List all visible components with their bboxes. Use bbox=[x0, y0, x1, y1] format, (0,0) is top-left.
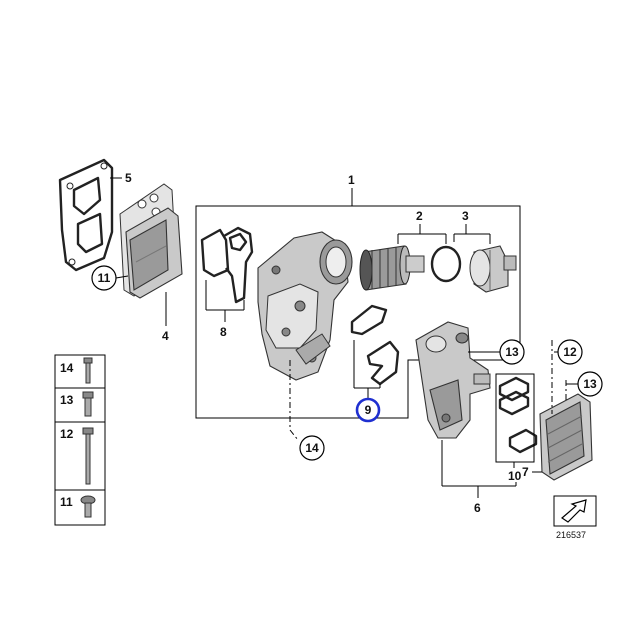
legend-label-11: 11 bbox=[60, 495, 73, 509]
label-5: 5 bbox=[125, 171, 132, 185]
oil-cooler-4[interactable] bbox=[119, 183, 183, 299]
label-14: 14 bbox=[305, 441, 319, 455]
label-7: 7 bbox=[522, 465, 529, 479]
cooler-7[interactable] bbox=[539, 393, 593, 481]
oil-filter-housing[interactable] bbox=[257, 231, 353, 381]
label-1: 1 bbox=[348, 173, 355, 187]
callout-9-highlighted[interactable] bbox=[355, 397, 381, 423]
label-13-lower: 13 bbox=[583, 377, 597, 391]
gaskets-10[interactable] bbox=[498, 376, 538, 454]
bolt-11-icon bbox=[80, 495, 96, 518]
diagram-code: 216537 bbox=[556, 530, 586, 540]
label-11: 11 bbox=[98, 271, 111, 285]
callout-13-lower[interactable] bbox=[577, 371, 603, 397]
filter-cap-3[interactable] bbox=[469, 245, 517, 293]
label-13-upper: 13 bbox=[505, 345, 519, 359]
callout-14[interactable] bbox=[299, 435, 325, 461]
label-9: 9 bbox=[365, 403, 372, 417]
bolt-14-icon bbox=[83, 357, 93, 384]
gasket-8[interactable] bbox=[200, 226, 254, 304]
callout-11[interactable] bbox=[91, 265, 117, 291]
label-10: 10 bbox=[508, 469, 522, 483]
label-4: 4 bbox=[162, 329, 169, 343]
bolt-12-icon bbox=[82, 427, 94, 485]
label-3: 3 bbox=[462, 209, 469, 223]
label-2: 2 bbox=[416, 209, 423, 223]
assembly-box-1 bbox=[195, 205, 521, 419]
gasket-5[interactable] bbox=[58, 158, 114, 272]
bolt-13-icon bbox=[82, 391, 94, 417]
label-8: 8 bbox=[220, 325, 227, 339]
label-6: 6 bbox=[474, 501, 481, 515]
filter-element-2[interactable] bbox=[359, 245, 425, 291]
legend-label-12: 12 bbox=[60, 427, 74, 441]
legend-label-14: 14 bbox=[60, 361, 74, 375]
view-direction-icon bbox=[553, 495, 597, 527]
label-12: 12 bbox=[563, 345, 577, 359]
legend-label-13: 13 bbox=[60, 393, 74, 407]
housing-6[interactable] bbox=[415, 321, 491, 439]
o-ring[interactable] bbox=[430, 245, 462, 283]
callout-13-upper[interactable] bbox=[499, 339, 525, 365]
gasket-9[interactable] bbox=[350, 304, 400, 386]
callout-12[interactable] bbox=[557, 339, 583, 365]
fastener-legend: 14 13 12 11 bbox=[54, 354, 106, 526]
gasket-bracket-10 bbox=[495, 373, 535, 463]
